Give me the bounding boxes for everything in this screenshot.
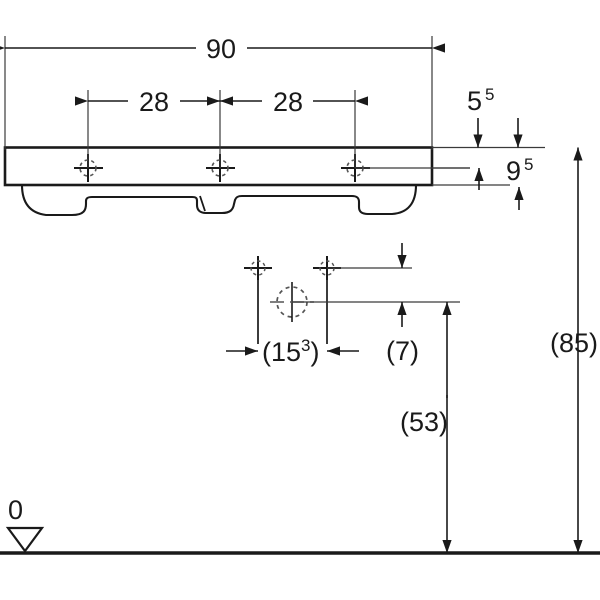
dimension-top-thickness: 5 5 bbox=[467, 85, 523, 148]
dim-label-overall-width: 90 bbox=[206, 34, 236, 64]
basin-top-slab bbox=[3, 146, 434, 187]
dim-label-outlet-height: (53) bbox=[400, 407, 448, 437]
basin-underside-right bbox=[212, 184, 418, 216]
dimension-hole-spacing-left: 28 bbox=[75, 87, 233, 117]
datum-triangle-icon bbox=[5, 526, 45, 553]
dim-label-top-thickness: 5 bbox=[467, 86, 482, 116]
dimension-outlet-offset: (7) bbox=[386, 243, 419, 366]
floor-datum: 0 bbox=[0, 495, 600, 555]
dim-label-outlet-width: (153) bbox=[262, 336, 320, 367]
dim-label-basin-depth: 9 bbox=[506, 156, 521, 186]
dim-label-hole-spacing-left: 28 bbox=[139, 87, 169, 117]
dimension-outlet-width: (153) bbox=[226, 336, 359, 367]
dim-label-hole-spacing-right: 28 bbox=[273, 87, 303, 117]
dim-label-top-thickness-sup: 5 bbox=[485, 85, 494, 104]
dimension-outlet-height: (53) bbox=[400, 302, 452, 553]
dimension-mounting-height: (85) bbox=[550, 147, 598, 553]
dim-label-mounting-height: (85) bbox=[550, 328, 598, 358]
outlet-detail bbox=[244, 256, 460, 344]
dim-label-basin-depth-sup: 5 bbox=[524, 155, 533, 174]
dim-label-outlet-offset: (7) bbox=[386, 336, 419, 366]
tap-hole-crosshairs bbox=[74, 154, 470, 182]
dimension-hole-spacing-right: 28 bbox=[207, 87, 368, 117]
basin-underside-left bbox=[20, 184, 212, 217]
datum-label: 0 bbox=[8, 495, 23, 525]
basin-underside-notch bbox=[199, 195, 206, 212]
dimension-basin-depth: 9 5 bbox=[474, 155, 533, 210]
dimension-overall-width: 90 bbox=[0, 34, 445, 64]
basin-outline bbox=[3, 146, 434, 217]
